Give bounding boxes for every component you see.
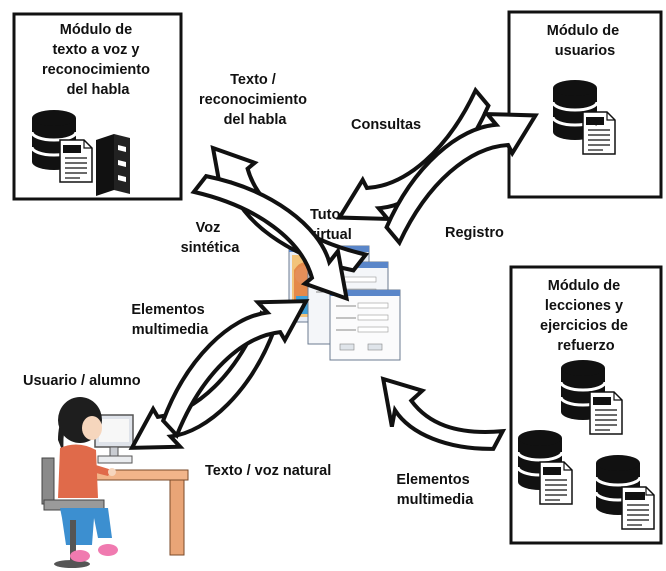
document-icon: PPT <box>589 391 623 435</box>
document-icon: MPG4 <box>621 486 655 530</box>
flow-label-users-in: Registro <box>445 225 504 241</box>
tts-module: Módulo de texto a voz y reconocimiento d… <box>12 12 183 201</box>
svg-text:PPT: PPT <box>596 400 608 406</box>
users-module: Módulo de usuarios SQL <box>507 10 663 199</box>
flow-label-lessons-out: Elementos multimedia <box>396 472 474 508</box>
curved-arrow-icon <box>380 376 507 451</box>
svg-text:DOC: DOC <box>65 148 79 154</box>
lessons-arrow <box>380 376 507 451</box>
lessons-module-title: Módulo de lecciones y ejercicios de refu… <box>540 278 632 354</box>
flow-label-user-out: Texto / voz natural <box>205 463 331 479</box>
document-icon: DOC <box>539 461 573 505</box>
svg-text:SQL: SQL <box>589 120 602 126</box>
document-icon: SQL <box>582 111 616 155</box>
svg-text:MPG4: MPG4 <box>627 495 644 501</box>
flow-label-user-in: Elementos multimedia <box>131 302 209 338</box>
users-module-title: Módulo de usuarios <box>547 23 624 59</box>
curved-arrow-icon <box>328 85 506 246</box>
flow-label-tts-out: Texto / reconocimiento del habla <box>199 72 311 128</box>
book-icon <box>96 134 130 196</box>
user-label: Usuario / alumno <box>23 373 141 389</box>
lessons-module: Módulo de lecciones y ejercicios de refu… <box>509 265 663 545</box>
tts-module-title: Módulo de texto a voz y reconocimiento d… <box>42 22 154 98</box>
flow-label-users-out: Consultas <box>351 117 421 133</box>
curved-arrow-icon <box>145 274 318 441</box>
svg-text:DOC: DOC <box>545 470 559 476</box>
student-at-computer-icon: Usuario / alumno <box>23 373 189 568</box>
document-icon: DOC <box>59 139 93 183</box>
flow-label-tts-in: Voz sintética <box>181 220 241 256</box>
